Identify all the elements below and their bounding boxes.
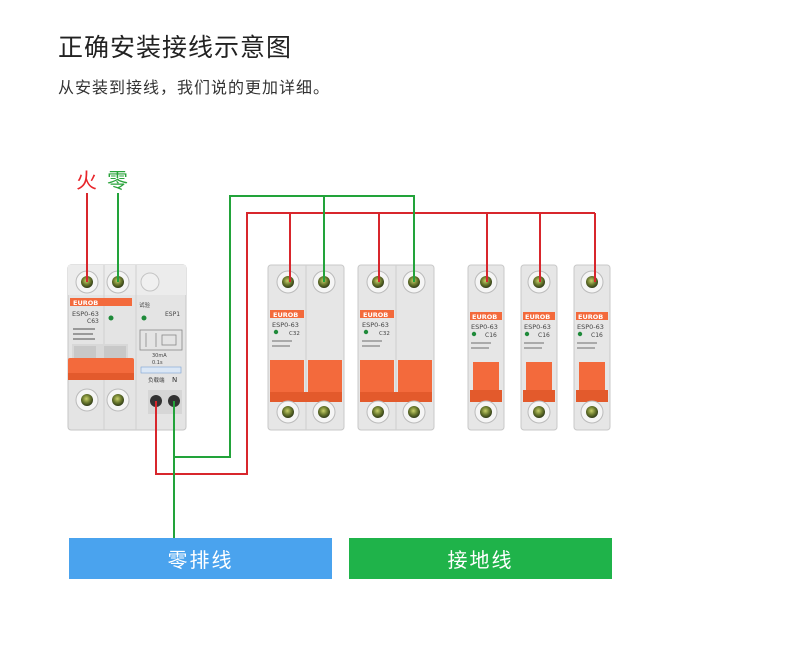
breaker-brand: EUROB (578, 313, 603, 321)
live-wire-label: 火 (76, 169, 97, 193)
breaker-model: ESP0-63 (577, 323, 604, 331)
rcbo-load-label: 负载端 (148, 376, 165, 384)
brand-band (70, 298, 132, 306)
screw-icon[interactable] (282, 406, 294, 418)
screw-icon[interactable] (408, 406, 420, 418)
breaker-brand: EUROB (525, 313, 550, 321)
rcbo-trip-time: 0.1s (152, 360, 163, 366)
rcbo-terminal-n: N (172, 376, 177, 384)
neutral-wire-label: 零 (107, 169, 128, 193)
breaker-1p-3: EUROB ESP0-63 C16 (573, 264, 611, 431)
breaker-rating: C16 (591, 332, 603, 339)
breaker-brand: EUROB (472, 313, 497, 321)
ground-bar: 接地线 (349, 538, 612, 579)
rcbo-model: ESP0-63 (72, 310, 99, 318)
breaker-model: ESP0-63 (471, 323, 498, 331)
breaker-model: ESP0-63 (272, 321, 299, 329)
screw-icon (140, 272, 160, 292)
neutral-bar: 零排线 (69, 538, 332, 579)
screw-icon[interactable] (586, 406, 598, 418)
breaker-rating: C16 (538, 332, 550, 339)
neutral-distribution-wire (173, 195, 415, 538)
rcbo-sensitivity: 30mA (152, 353, 167, 359)
breaker-brand: EUROB (363, 311, 388, 319)
screw-icon[interactable] (81, 394, 93, 406)
breaker-rating: C16 (485, 332, 497, 339)
screw-icon[interactable] (372, 406, 384, 418)
page-subtitle: 从安装到接线，我们说的更加详细。 (58, 78, 331, 97)
live-distribution-wire (155, 212, 596, 475)
breaker-brand: EUROB (273, 311, 298, 319)
screw-icon[interactable] (586, 276, 598, 288)
screw-icon[interactable] (533, 406, 545, 418)
rcbo-test-label: 试验 (139, 301, 151, 309)
breaker-rating: C32 (289, 331, 300, 337)
breaker-1p-1: EUROB ESP0-63 C16 (467, 264, 505, 431)
rcbo-main-breaker: EUROB ESP0-63 C63 ESP1 试验 30mA 0.1s 负载端 … (67, 264, 187, 431)
rcbo-side-model: ESP1 (165, 311, 180, 318)
breaker-model: ESP0-63 (524, 323, 551, 331)
rcbo-brand: EUROB (73, 299, 98, 307)
breaker-1p-2: EUROB ESP0-63 C16 (520, 264, 558, 431)
breaker-model: ESP0-63 (362, 321, 389, 329)
screw-icon[interactable] (112, 394, 124, 406)
breaker-rating: C32 (379, 331, 390, 337)
page-title: 正确安装接线示意图 (58, 33, 293, 62)
screw-icon[interactable] (318, 406, 330, 418)
breaker-2p-1: EUROB ESP0-63 C32 (267, 264, 345, 431)
screw-icon[interactable] (282, 276, 294, 288)
breaker-2p-2: EUROB ESP0-63 C32 (357, 264, 435, 431)
screw-icon[interactable] (480, 406, 492, 418)
rcbo-rating: C63 (87, 318, 99, 325)
